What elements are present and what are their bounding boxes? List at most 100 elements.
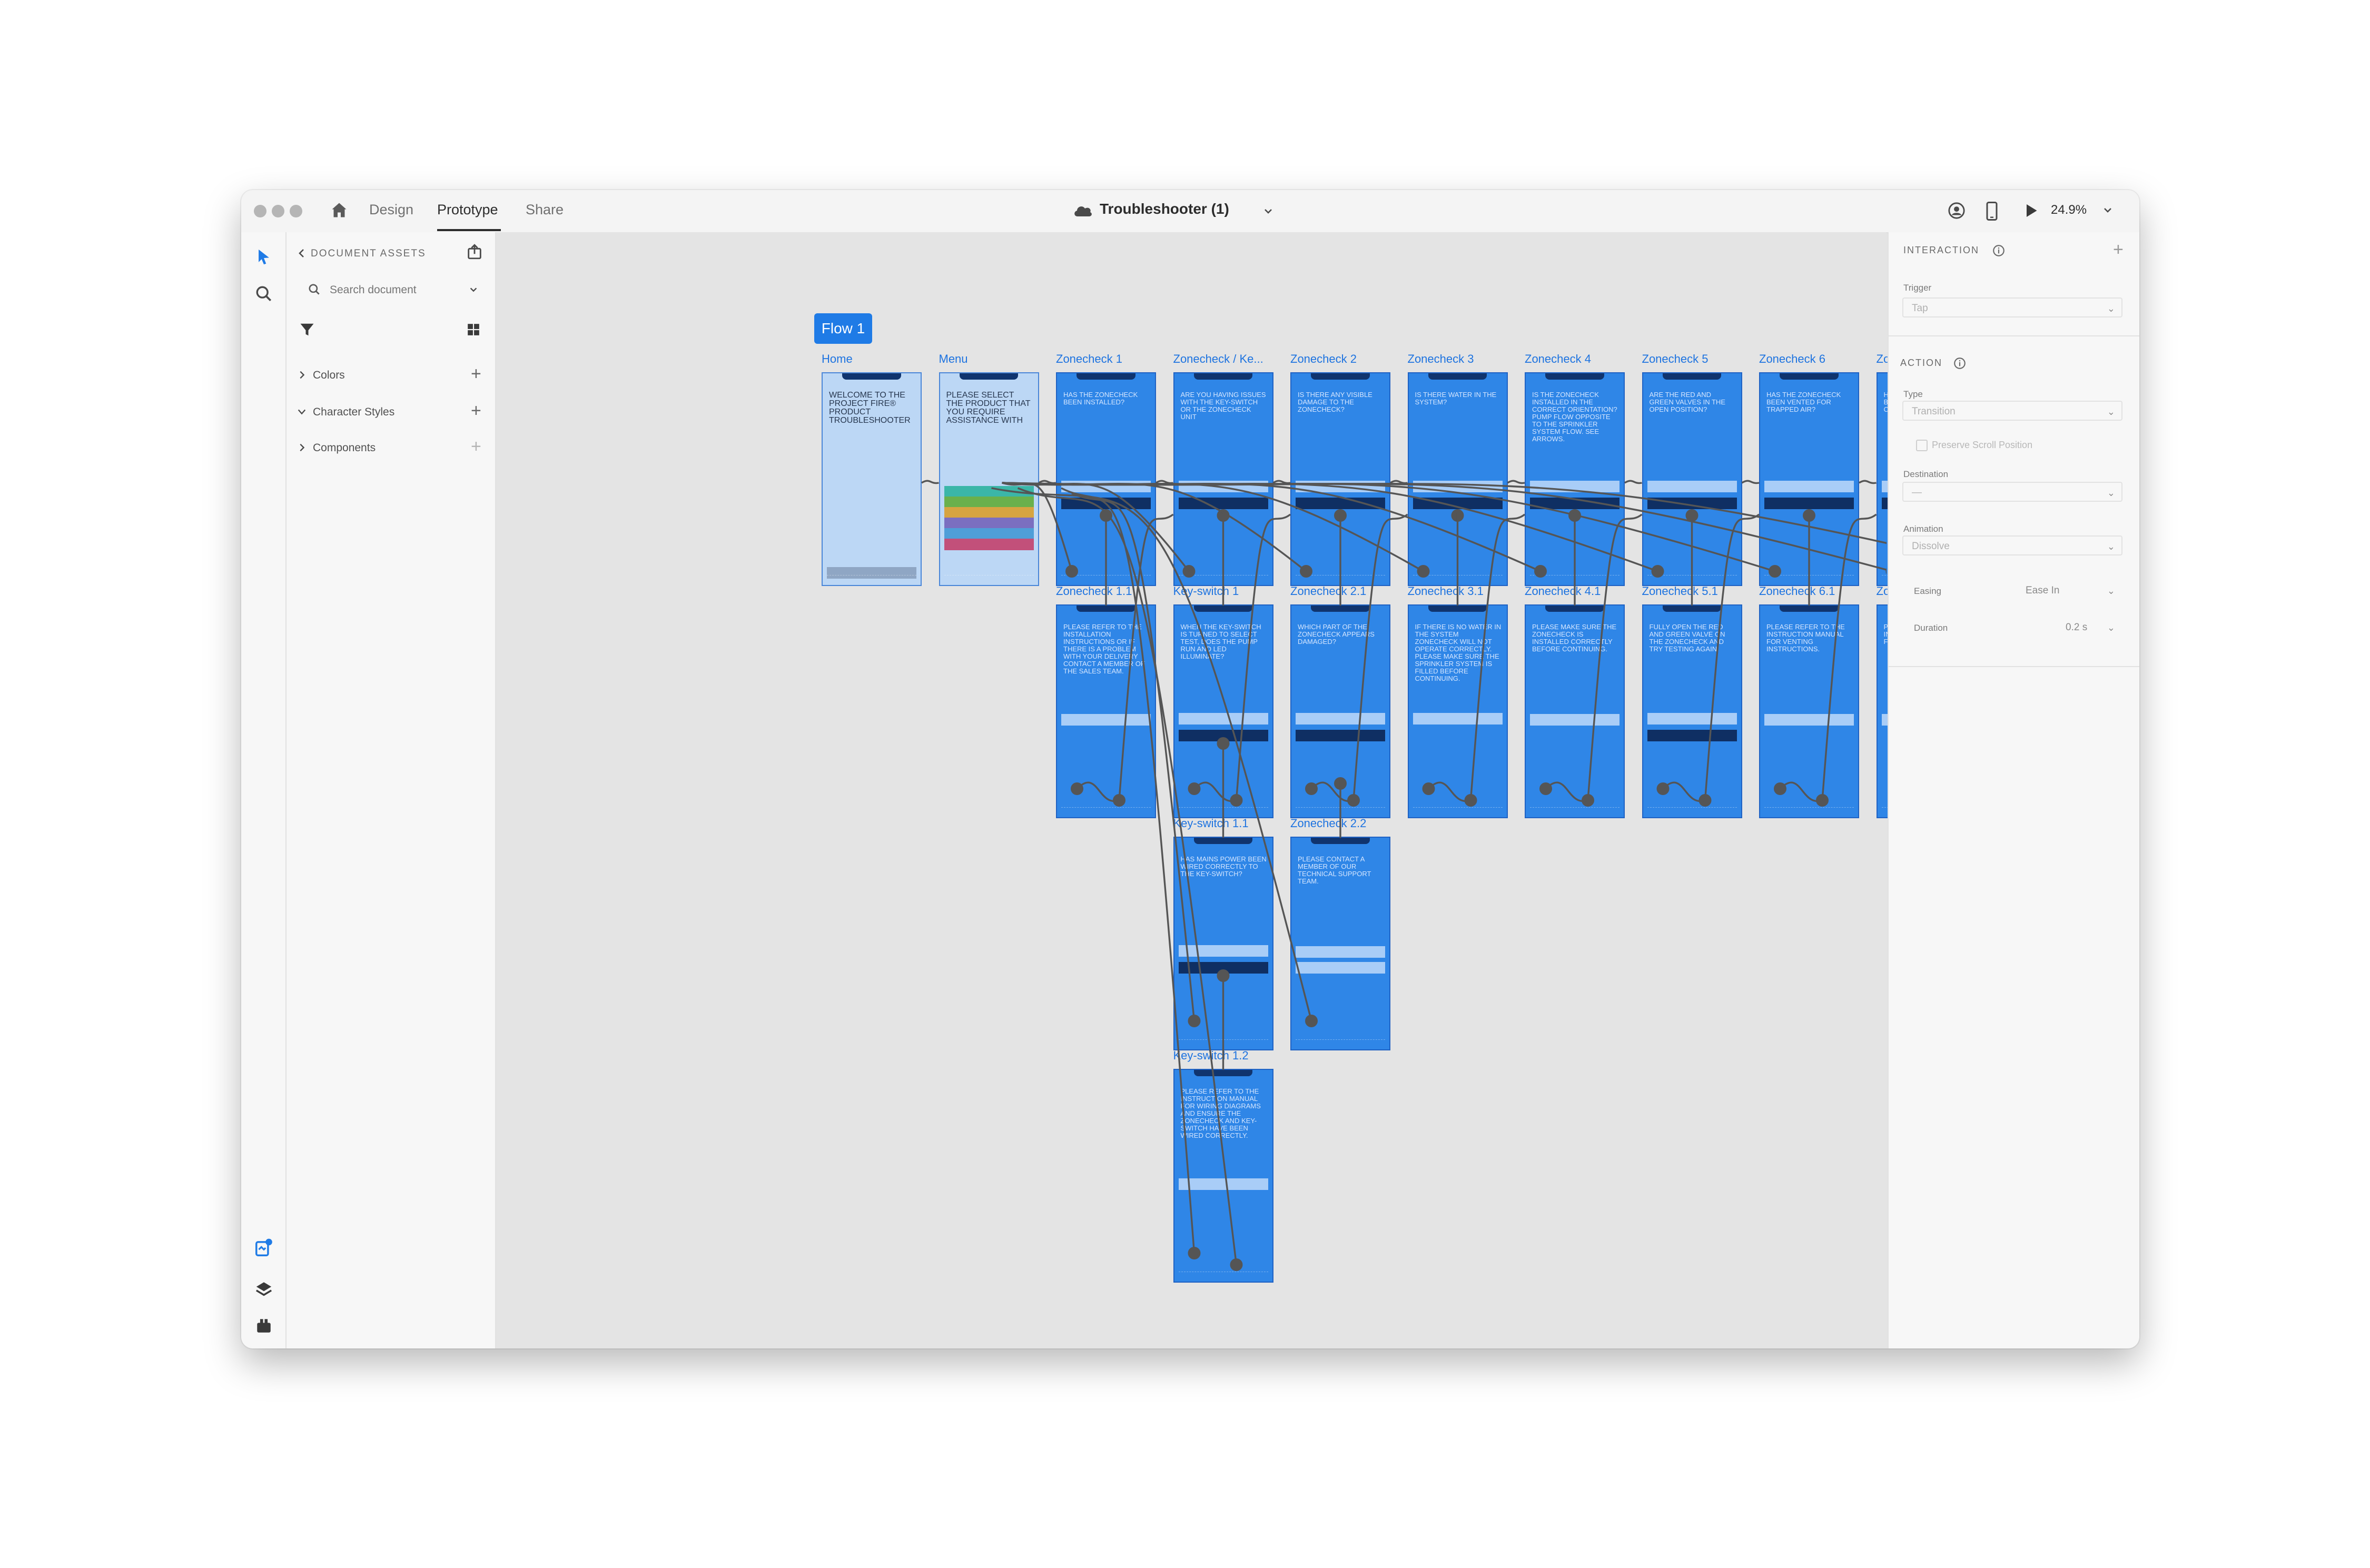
artboard-zonecheck-3-1[interactable]: IF THERE IS NO WATER IN THE SYSTEM ZONEC… xyxy=(1407,604,1508,818)
artboard-label-zonecheck-5[interactable]: Zonecheck 5 xyxy=(1642,352,1709,365)
prototype-wire[interactable] xyxy=(1002,482,1887,571)
prototype-wire[interactable] xyxy=(1352,513,1408,801)
artboard-answer-button[interactable] xyxy=(1178,730,1268,741)
artboard-zonecheck-1-1[interactable]: PLEASE REFER TO THE INSTALLATION INSTRUC… xyxy=(1056,604,1156,818)
artboard-label-zonecheck-2[interactable]: Zonecheck 2 xyxy=(1290,352,1357,365)
artboard-answer-button[interactable] xyxy=(1296,713,1385,725)
home-icon[interactable] xyxy=(330,201,349,220)
artboard-label-zonecheck-ke[interactable]: Zonecheck / Ke... xyxy=(1173,352,1263,365)
prototype-wire[interactable] xyxy=(1061,487,1196,1254)
artboard-answer-button[interactable] xyxy=(1647,730,1737,741)
artboard-label-zonecheck-1-1[interactable]: Zonecheck 1.1 xyxy=(1056,584,1132,598)
artboard-label-zonecheck-3-1[interactable]: Zonecheck 3.1 xyxy=(1407,584,1484,598)
assets-section-colors[interactable]: Colors xyxy=(313,369,345,381)
prototype-wire[interactable] xyxy=(991,487,1312,1021)
action-info-icon[interactable] xyxy=(1953,356,1967,370)
artboard-label-menu[interactable]: Menu xyxy=(939,352,968,365)
close-window-button[interactable] xyxy=(254,205,266,217)
artboard-answer-button[interactable] xyxy=(1296,946,1385,958)
add-interaction-button[interactable]: + xyxy=(2113,240,2124,260)
user-account-icon[interactable] xyxy=(1948,202,1966,220)
artboard-answer-button[interactable] xyxy=(944,507,1034,519)
prototype-wire[interactable] xyxy=(921,480,939,484)
artboard-label-home[interactable]: Home xyxy=(822,352,853,365)
artboard-answer-button[interactable] xyxy=(1530,498,1619,509)
search-icon[interactable] xyxy=(255,285,273,303)
prototype-wire[interactable] xyxy=(1235,513,1291,801)
assets-section-components[interactable]: Components xyxy=(313,442,376,454)
prototype-wire[interactable] xyxy=(1779,781,1823,802)
prototype-wire[interactable] xyxy=(1469,513,1526,801)
artboard-answer-button[interactable] xyxy=(1530,714,1619,726)
artboard-answer-button[interactable] xyxy=(1178,945,1268,957)
artboard-label-zonecheck-4[interactable]: Zonecheck 4 xyxy=(1525,352,1591,365)
prototype-wire[interactable] xyxy=(1821,513,1877,801)
tab-prototype[interactable]: Prototype xyxy=(437,202,498,217)
artboard-label-zonecheck-2-2[interactable]: Zonecheck 2.2 xyxy=(1290,817,1367,830)
easing-dropdown[interactable]: Ease In ⌄ xyxy=(2016,580,2122,600)
artboard-answer-button[interactable] xyxy=(1647,481,1737,492)
artboard-answer-button[interactable] xyxy=(1061,714,1151,726)
artboard-answer-button[interactable] xyxy=(944,497,1034,508)
artboard-label-zonecheck-6-1[interactable]: Zonecheck 6.1 xyxy=(1759,584,1835,598)
artboard-home[interactable]: WELCOME TO THE PROJECT FIRE® PRODUCT TRO… xyxy=(822,372,922,586)
select-tool-icon[interactable] xyxy=(256,248,272,266)
destination-dropdown[interactable]: — ⌄ xyxy=(1902,482,2122,502)
colors-expand-chevron-icon[interactable] xyxy=(298,370,305,380)
artboard-answer-button[interactable] xyxy=(1647,713,1737,725)
artboard-label-zonecheck-2-1[interactable]: Zonecheck 2.1 xyxy=(1290,584,1367,598)
search-document-input[interactable] xyxy=(329,282,447,299)
zoom-level[interactable]: 24.9% xyxy=(2051,203,2087,217)
prototype-wire[interactable] xyxy=(1587,513,1643,801)
share-assets-icon[interactable] xyxy=(466,243,483,261)
prototype-wire[interactable] xyxy=(1193,781,1237,802)
grid-view-icon[interactable] xyxy=(467,323,480,336)
artboard-answer-button[interactable] xyxy=(1764,498,1854,509)
add-character-style-button[interactable]: + xyxy=(471,401,481,421)
artboard-answer-button[interactable] xyxy=(1764,714,1854,726)
artboard-answer-button[interactable] xyxy=(1178,713,1268,725)
prototype-wire[interactable] xyxy=(1002,482,1424,572)
artboard-zonecheck-4-1[interactable]: PLEASE MAKE SURE THE ZONECHECK IS INSTAL… xyxy=(1525,604,1625,818)
artboard-label-zonecheck-6[interactable]: Zonecheck 6 xyxy=(1759,352,1825,365)
chevron-down-icon[interactable] xyxy=(1263,206,1273,216)
prototype-wire[interactable] xyxy=(1156,480,1173,484)
type-dropdown[interactable]: Transition ⌄ xyxy=(1902,401,2122,421)
play-icon[interactable] xyxy=(2023,203,2039,219)
artboard-answer-button[interactable] xyxy=(944,528,1034,540)
artboard-answer-button[interactable] xyxy=(1296,962,1385,974)
tab-design[interactable]: Design xyxy=(369,202,414,217)
artboard-answer-button[interactable] xyxy=(1413,713,1503,725)
prototype-wire[interactable] xyxy=(1272,480,1291,484)
prototype-wire[interactable] xyxy=(1002,482,1073,572)
prototype-wire[interactable] xyxy=(1071,492,1196,1021)
prototype-wire[interactable] xyxy=(1076,781,1120,802)
artboard-answer-button[interactable] xyxy=(1178,1178,1268,1190)
artboard-answer-button[interactable] xyxy=(944,518,1034,529)
trigger-dropdown[interactable]: Tap ⌄ xyxy=(1902,297,2122,317)
mobile-preview-icon[interactable] xyxy=(1986,202,1998,221)
artboard-zonecheck-5-1[interactable]: FULLY OPEN THE RED AND GREEN VALVE ON TH… xyxy=(1642,604,1742,818)
zoom-chevron-down-icon[interactable] xyxy=(2102,205,2113,215)
artboard-answer-button[interactable] xyxy=(1764,481,1854,492)
preserve-scroll-checkbox[interactable] xyxy=(1916,440,1928,451)
prototype-wire[interactable] xyxy=(1428,781,1472,802)
artboard-zonecheck-6-1[interactable]: PLEASE REFER TO THE INSTRUCTION MANUAL F… xyxy=(1759,604,1859,818)
artboard-answer-button[interactable] xyxy=(1296,498,1385,509)
search-chevron-down-icon[interactable] xyxy=(469,285,478,294)
maximize-window-button[interactable] xyxy=(290,205,302,217)
layers-icon[interactable] xyxy=(255,1280,273,1298)
prototype-wire[interactable] xyxy=(1002,482,1887,571)
assets-section-character-styles[interactable]: Character Styles xyxy=(313,406,395,418)
prototype-wire[interactable] xyxy=(1002,482,1190,572)
prototype-wire[interactable] xyxy=(1624,480,1642,484)
minimize-window-button[interactable] xyxy=(272,205,284,217)
prototype-wire[interactable] xyxy=(1545,781,1588,802)
artboard-answer-button[interactable] xyxy=(944,486,1034,498)
tab-share[interactable]: Share xyxy=(526,202,564,217)
prototype-wire[interactable] xyxy=(1118,513,1174,801)
flow-badge[interactable]: Flow 1 xyxy=(814,313,872,344)
filter-icon[interactable] xyxy=(299,322,315,338)
wire-connector[interactable] xyxy=(1885,565,1887,578)
